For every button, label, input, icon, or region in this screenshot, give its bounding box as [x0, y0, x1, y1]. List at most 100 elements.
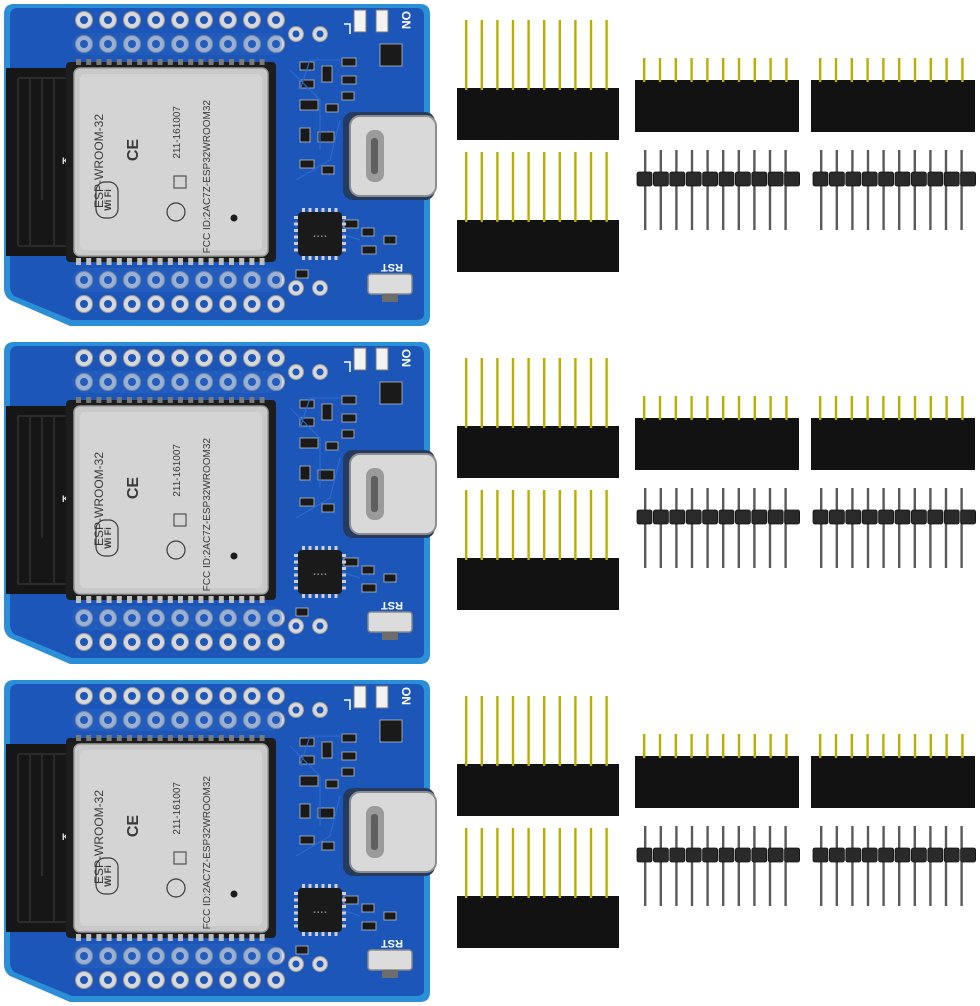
fcc-label: FCC ID:2AC7Z-ESP32WROOM32: [202, 776, 213, 930]
header-pin: [643, 734, 646, 758]
header-pin: [480, 20, 483, 90]
pad-hole: [104, 40, 112, 48]
chip-pin: [294, 242, 298, 245]
pad-hole: [80, 276, 88, 284]
castellation: [249, 735, 255, 741]
header-body: [457, 88, 619, 140]
header-spacer: [894, 847, 911, 863]
castellation: [116, 596, 122, 603]
chip-pin: [342, 573, 346, 577]
header-spacer: [702, 847, 719, 863]
module-castellations: [76, 735, 265, 941]
pad-hole: [80, 638, 88, 646]
pad-hole: [128, 378, 136, 386]
header-spacer: [960, 509, 977, 525]
header-spacer: [669, 847, 686, 863]
header-pin: [913, 488, 916, 568]
kit-3: K ESP-WROOM-32 CE 211-161007 FCC ID:2AC7…: [0, 676, 980, 1006]
castellation: [178, 596, 183, 603]
pad-hole: [128, 976, 136, 984]
header-spacer: [734, 847, 751, 863]
header-spacer: [652, 171, 669, 187]
castellation: [157, 397, 163, 403]
chip-pin: [334, 208, 338, 212]
edge-pad-hole: [316, 622, 324, 630]
pad-hole: [104, 614, 112, 622]
smd-part: [361, 227, 375, 237]
header-pin: [574, 152, 577, 222]
header-pin: [543, 490, 546, 560]
smd-part: [341, 429, 355, 439]
castellation: [178, 735, 183, 741]
smd-part: [361, 565, 375, 575]
castellation: [96, 934, 102, 941]
led-label: ON: [399, 11, 413, 29]
header-spacer: [812, 847, 829, 863]
castellation: [106, 59, 112, 65]
pad-hole: [152, 16, 160, 24]
header-pin: [866, 734, 869, 758]
chip-pin: [308, 208, 312, 212]
pad-hole: [104, 976, 112, 984]
header-spacer: [910, 509, 927, 525]
castellation: [147, 735, 153, 741]
header-pin: [543, 358, 546, 428]
header-spacer: [652, 847, 669, 863]
bottom-pad-row-outer: [75, 295, 285, 313]
pad-hole: [200, 16, 208, 24]
pad-hole: [176, 276, 184, 284]
top-pad-row-outer: [75, 349, 285, 367]
chip-pin: [321, 932, 325, 936]
pin-headers: [455, 0, 980, 330]
smd-part: [341, 413, 357, 423]
module-small-box: [173, 175, 187, 189]
kit-1: K ESP-WROOM-32 CE 211-161007 FCC ID:2AC7…: [0, 0, 980, 330]
castellation: [137, 934, 143, 941]
header-pin: [643, 58, 646, 82]
right-edge-pads: [288, 26, 328, 296]
module-dot: [230, 890, 238, 898]
castellation: [106, 934, 112, 941]
header-spacer: [751, 509, 768, 525]
header-pin: [706, 488, 709, 568]
castellation: [249, 934, 255, 941]
pad-hole: [104, 952, 112, 960]
castellation: [137, 59, 143, 65]
header-pin: [558, 358, 561, 428]
smd-part: [295, 269, 309, 279]
header-spacer: [861, 847, 878, 863]
header-pin: [866, 150, 870, 230]
castellation: [106, 397, 112, 403]
header-pin: [784, 150, 787, 230]
header-pin: [866, 488, 870, 568]
castellation: [76, 397, 81, 403]
chip-pin: [321, 546, 325, 550]
smd-part: [321, 741, 333, 759]
smd-part: [341, 751, 357, 761]
castellation: [198, 59, 204, 65]
castellation: [218, 934, 224, 941]
castellation: [76, 596, 81, 603]
header-pin: [785, 58, 788, 82]
castellation: [239, 735, 245, 741]
castellation: [147, 397, 153, 403]
smd-components: [295, 381, 403, 617]
chip-pin: [328, 594, 331, 598]
chip-pin: [315, 208, 318, 212]
chip-pin: [294, 248, 298, 252]
header-pin: [722, 734, 725, 758]
header-pin: [690, 58, 693, 82]
castellation: [167, 735, 173, 741]
pad-hole: [104, 692, 112, 700]
chip-pin: [334, 884, 338, 888]
header-pin: [643, 396, 646, 420]
header-spacer: [685, 509, 702, 525]
castellation: [188, 397, 194, 403]
pad-hole: [128, 16, 136, 24]
header-spacer: [845, 171, 862, 187]
header-spacer: [943, 509, 960, 525]
module-castellations: [76, 59, 265, 265]
header-spacer: [878, 847, 895, 863]
pad-hole: [80, 976, 88, 984]
male-header-2: [812, 826, 977, 906]
